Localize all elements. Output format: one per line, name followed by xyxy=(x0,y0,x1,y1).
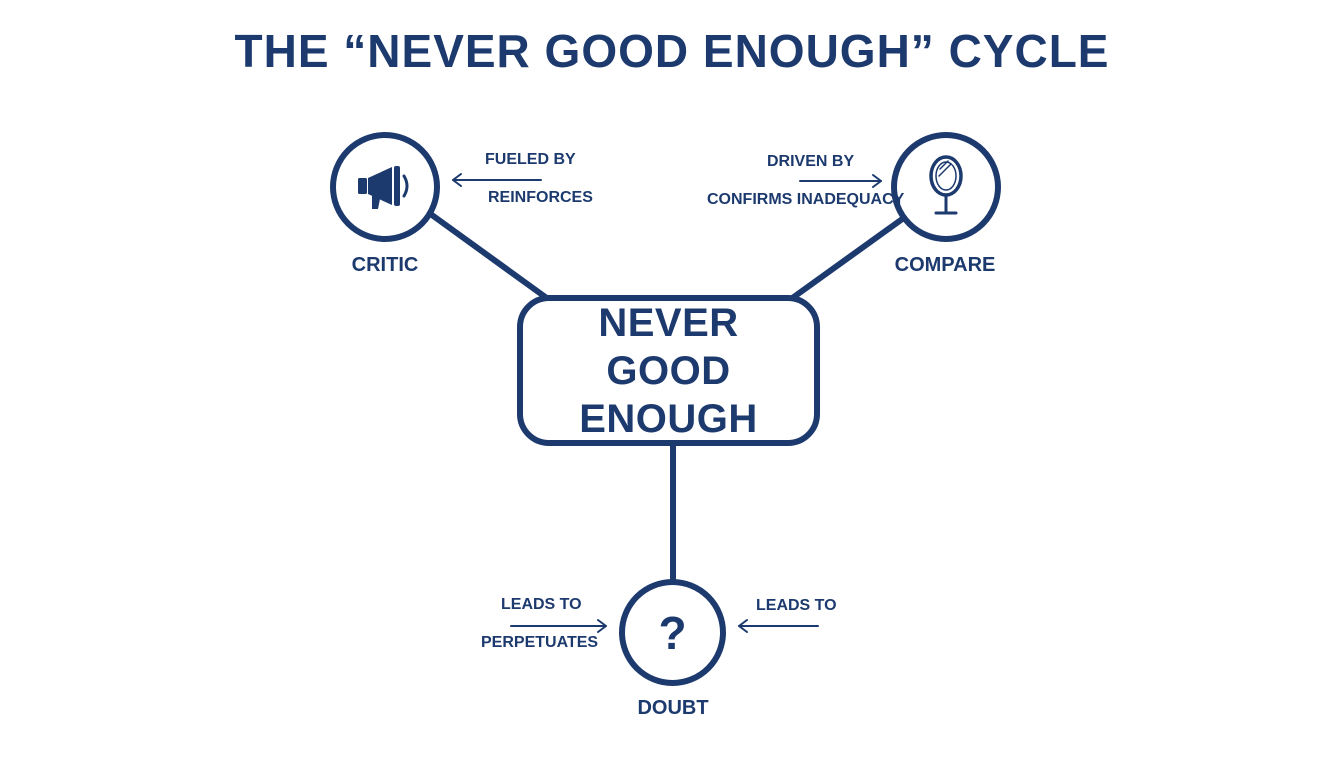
connector-critic-center xyxy=(422,207,558,307)
doubt-node: ? xyxy=(619,579,726,686)
center-label: NEVER GOOD ENOUGH xyxy=(579,300,758,441)
label-fueled-by: FUELED BY xyxy=(485,151,576,168)
diagram-title: THE “NEVER GOOD ENOUGH” CYCLE xyxy=(234,25,1110,77)
doubt-label: DOUBT xyxy=(637,697,709,719)
label-driven-by: DRIVEN BY xyxy=(767,153,855,170)
center-box: NEVER GOOD ENOUGH xyxy=(517,295,820,446)
compare-label: COMPARE xyxy=(894,254,996,276)
label-reinforces: REINFORCES xyxy=(488,189,593,206)
arrow-leads-to-right xyxy=(738,619,819,633)
megaphone-icon xyxy=(358,166,409,209)
label-leads-to-left: LEADS TO xyxy=(501,596,582,613)
critic-node xyxy=(330,132,440,242)
arrow-fueled-by xyxy=(452,173,542,187)
mirror-icon xyxy=(929,155,963,215)
critic-label: CRITIC xyxy=(351,254,419,276)
arrow-leads-to-left xyxy=(510,619,607,633)
arrow-driven-by xyxy=(799,174,882,188)
compare-node xyxy=(891,132,1001,242)
question-mark-icon: ? xyxy=(658,606,687,659)
label-perpetuates: PERPETUATES xyxy=(481,634,599,651)
connector-compare-center xyxy=(781,209,915,307)
label-leads-to-right: LEADS TO xyxy=(756,597,837,614)
label-confirms-inadequacy: CONFIRMS INADEQUACY xyxy=(707,191,905,208)
